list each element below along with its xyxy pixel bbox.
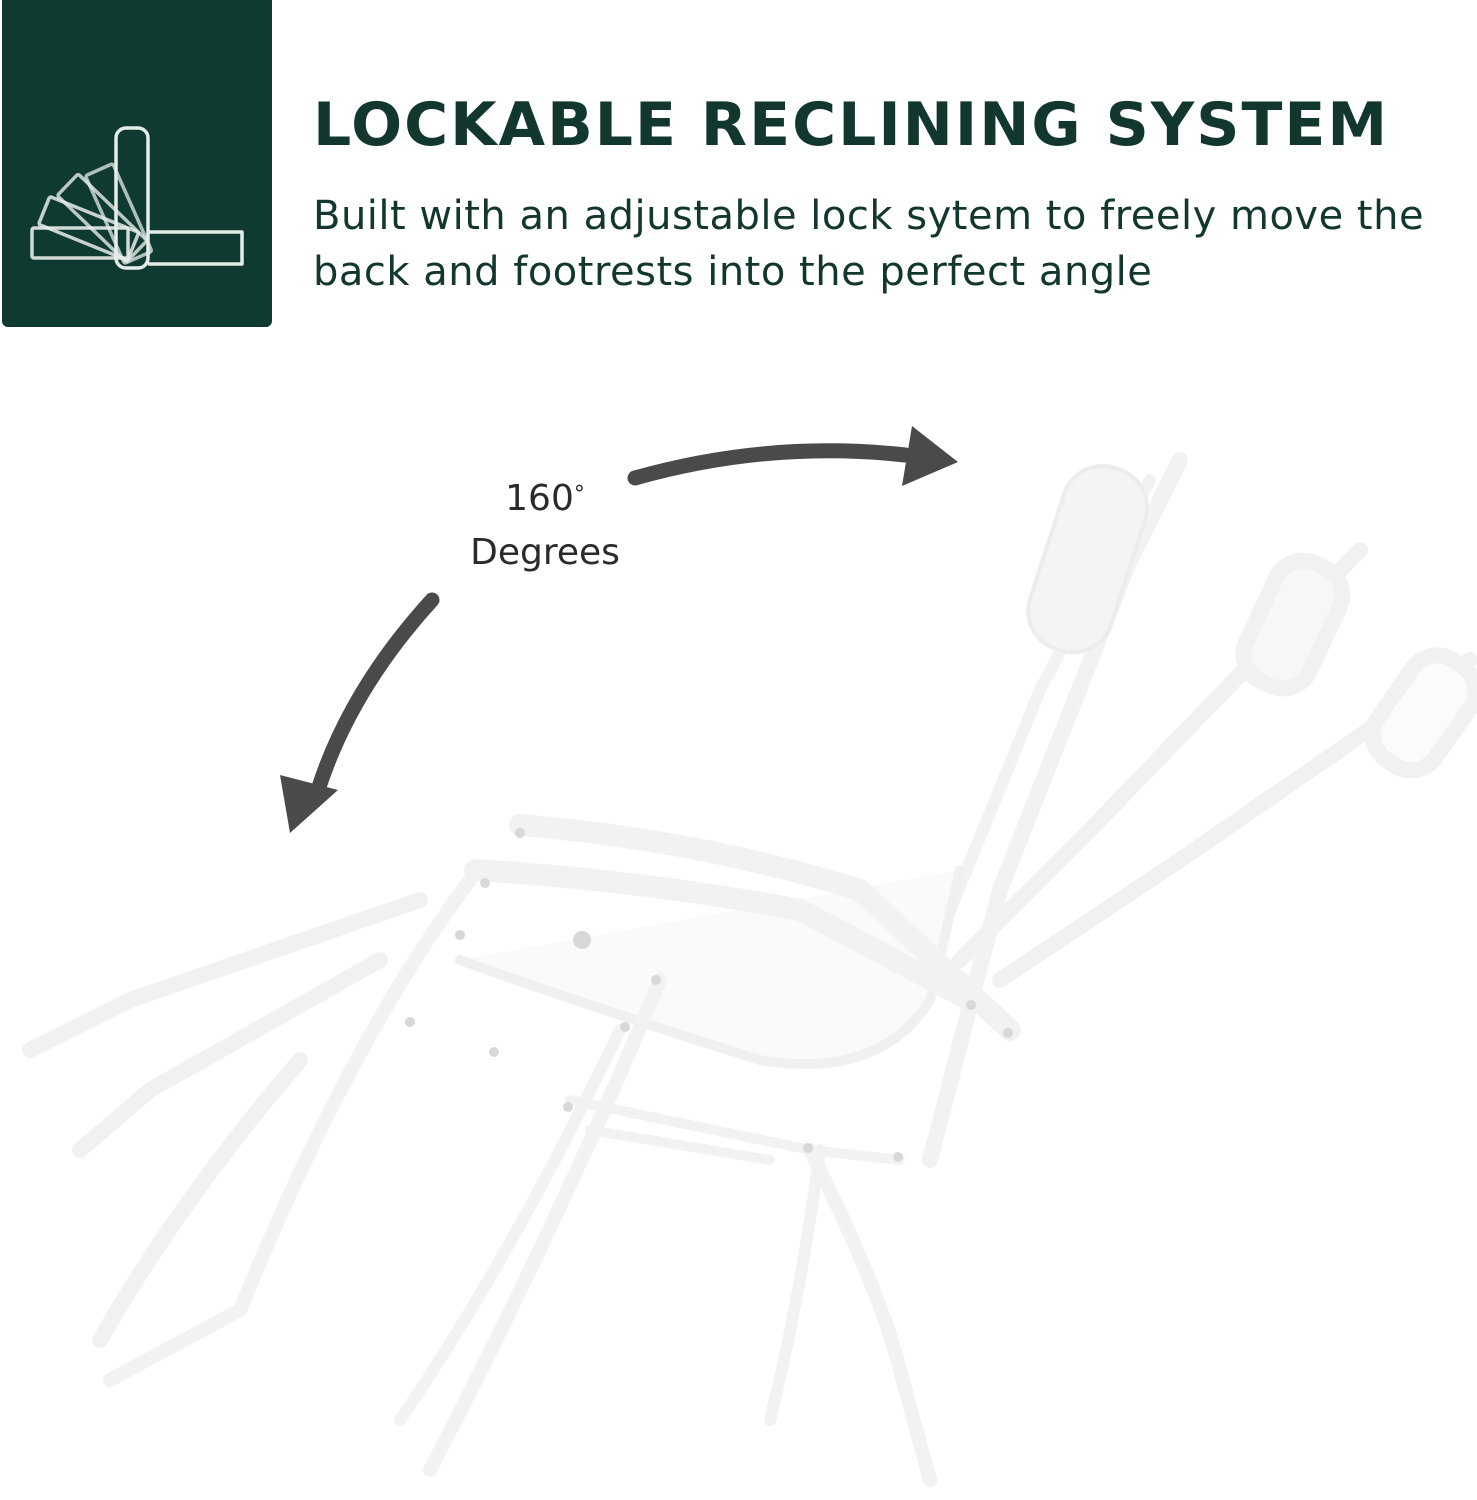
arrow-counterclockwise-icon: [280, 592, 440, 833]
recline-angle-label: 160° Degrees: [420, 472, 670, 580]
arrow-clockwise-icon: [627, 426, 958, 486]
frame-rivets: [405, 828, 1013, 1162]
chair-frame: [103, 452, 1188, 1487]
feature-icon-badge: [2, 0, 272, 327]
feature-title: LOCKABLE RECLINING SYSTEM: [313, 90, 1390, 160]
recline-chair-icon: [30, 126, 244, 270]
angle-value: 160: [505, 478, 574, 519]
angle-unit: Degrees: [470, 532, 620, 573]
feature-description: Built with an adjustable lock sytem to f…: [313, 193, 1425, 295]
degree-symbol: °: [573, 482, 585, 507]
reclined-chair-ghost: [22, 542, 1477, 1348]
